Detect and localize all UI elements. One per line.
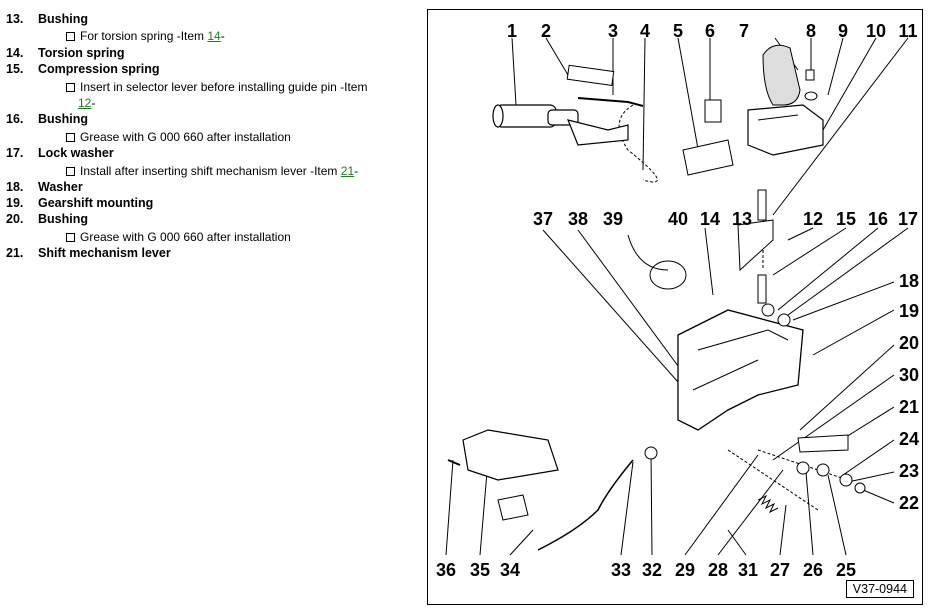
callout-label: 1 [507, 21, 517, 41]
bullet-icon [66, 167, 75, 176]
callout-label: 15 [836, 209, 856, 229]
list-item: 15. Compression spring [6, 61, 160, 77]
item-link[interactable]: 21 [340, 164, 355, 178]
bullet-icon [66, 133, 75, 142]
list-item: 21. Shift mechanism lever [6, 245, 171, 261]
callout-label: 26 [803, 560, 823, 580]
item-note: For torsion spring -Item 14- [66, 28, 225, 44]
callout-label: 10 [866, 21, 886, 41]
item-number: 15. [6, 62, 24, 76]
item-note-continued: 12- [78, 96, 96, 110]
callout-label: 3 [608, 21, 618, 41]
callout-labels: 1 2 3 4 5 6 7 8 9 10 11 37 38 39 40 14 1… [436, 21, 919, 580]
callout-label: 27 [770, 560, 790, 580]
callout-label: 13 [732, 209, 752, 229]
item-link[interactable]: 14 [207, 29, 221, 43]
item-term: Gearshift mounting [38, 196, 154, 210]
callout-label: 30 [899, 365, 919, 385]
callout-label: 5 [673, 21, 683, 41]
callout-label: 16 [868, 209, 888, 229]
list-item: 20. Bushing [6, 211, 88, 227]
callout-label: 2 [541, 21, 551, 41]
figure-reference: V37-0944 [845, 580, 914, 598]
item-number: 18. [6, 180, 24, 194]
callout-label: 36 [436, 560, 456, 580]
callout-label: 24 [899, 429, 919, 449]
item-note: Grease with G 000 660 after installation [66, 129, 291, 145]
item-note: Grease with G 000 660 after installation [66, 229, 291, 245]
callout-label: 17 [898, 209, 918, 229]
callout-label: 32 [642, 560, 662, 580]
exploded-view-diagram: 1 2 3 4 5 6 7 8 9 10 11 37 38 39 40 14 1… [427, 9, 923, 605]
callout-label: 22 [899, 493, 919, 513]
callout-label: 4 [640, 21, 650, 41]
item-term: Lock washer [38, 146, 114, 160]
item-number: 20. [6, 212, 24, 226]
callout-label: 9 [838, 21, 848, 41]
callout-label: 38 [568, 209, 588, 229]
item-term: Compression spring [38, 62, 160, 76]
list-item: 16. Bushing [6, 111, 88, 127]
item-note: Install after inserting shift mechanism … [66, 163, 358, 179]
item-note: Insert in selector lever before installi… [66, 79, 367, 95]
callout-label: 25 [836, 560, 856, 580]
callout-label: 6 [705, 21, 715, 41]
callout-label: 21 [899, 397, 919, 417]
list-item: 14. Torsion spring [6, 45, 125, 61]
item-number: 14. [6, 46, 24, 60]
list-item: 18. Washer [6, 179, 83, 195]
bullet-icon [66, 32, 75, 41]
callout-label: 33 [611, 560, 631, 580]
list-item: 13. Bushing [6, 11, 88, 27]
item-term: Washer [38, 180, 83, 194]
callout-label: 20 [899, 333, 919, 353]
callout-label: 11 [898, 21, 917, 41]
callout-label: 29 [675, 560, 695, 580]
parts-list: 13.Bushing For torsion spring -Item 14- … [0, 0, 420, 611]
item-term: Bushing [38, 112, 88, 126]
callout-label: 14 [700, 209, 720, 229]
item-number: 19. [6, 196, 24, 210]
list-item: 19. Gearshift mounting [6, 195, 153, 211]
item-number: 17. [6, 146, 24, 160]
callout-label: 12 [803, 209, 823, 229]
callout-label: 19 [899, 301, 919, 321]
list-item: 17. Lock washer [6, 145, 114, 161]
callout-label: 40 [668, 209, 688, 229]
callout-label: 37 [533, 209, 553, 229]
item-number: 21. [6, 246, 24, 260]
callout-label: 23 [899, 461, 919, 481]
item-number: 16. [6, 112, 24, 126]
item-term: Bushing [38, 212, 88, 226]
callout-label: 7 [739, 21, 749, 41]
callout-label: 28 [708, 560, 728, 580]
item-link[interactable]: 12 [78, 96, 92, 110]
callout-label: 18 [899, 271, 919, 291]
callout-label: 31 [738, 560, 758, 580]
callout-label: 34 [500, 560, 520, 580]
bullet-icon [66, 83, 75, 92]
bullet-icon [66, 233, 75, 242]
item-term: Bushing [38, 12, 88, 26]
callout-label: 8 [806, 21, 816, 41]
part-1-cylinder [492, 104, 629, 146]
item-number: 13. [6, 12, 24, 26]
callout-label: 39 [603, 209, 623, 229]
item-term: Shift mechanism lever [38, 246, 171, 260]
callout-label: 35 [470, 560, 490, 580]
item-term: Torsion spring [38, 46, 125, 60]
diagram-drawing: 1 2 3 4 5 6 7 8 9 10 11 37 38 39 40 14 1… [436, 21, 919, 580]
